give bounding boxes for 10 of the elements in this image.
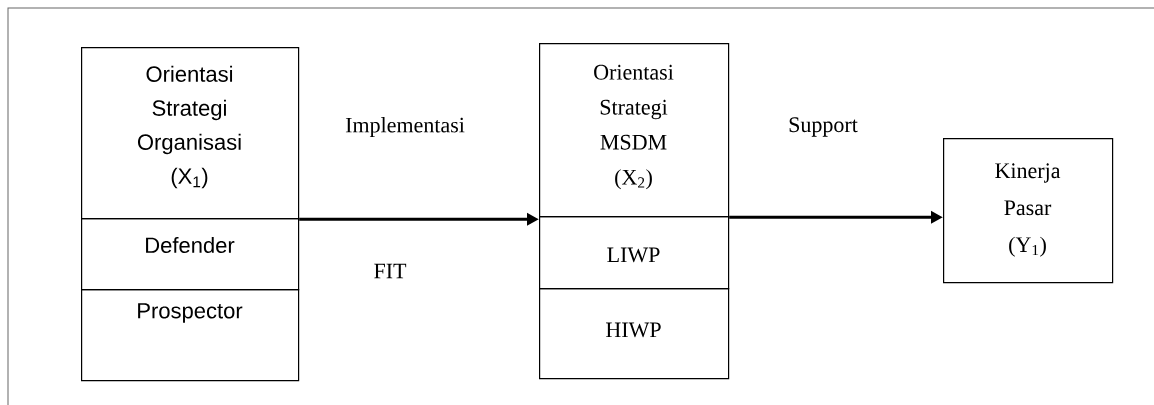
label: FIT xyxy=(374,263,407,279)
box: Prospector xyxy=(81,289,300,382)
box: Defender xyxy=(81,218,300,291)
box: Orientasi Strategi MSDM (X$_{2}$) xyxy=(539,43,730,218)
box: LIWP xyxy=(539,216,730,290)
edge-label: Support xyxy=(789,117,858,137)
edge-label: Implementasi xyxy=(345,117,465,137)
box: Orientasi Strategi Organisasi (X$_{1}$) xyxy=(81,47,300,220)
box: Kinerja Pasar (Y$_{1}$) xyxy=(943,138,1114,284)
box: HIWP xyxy=(539,288,730,380)
